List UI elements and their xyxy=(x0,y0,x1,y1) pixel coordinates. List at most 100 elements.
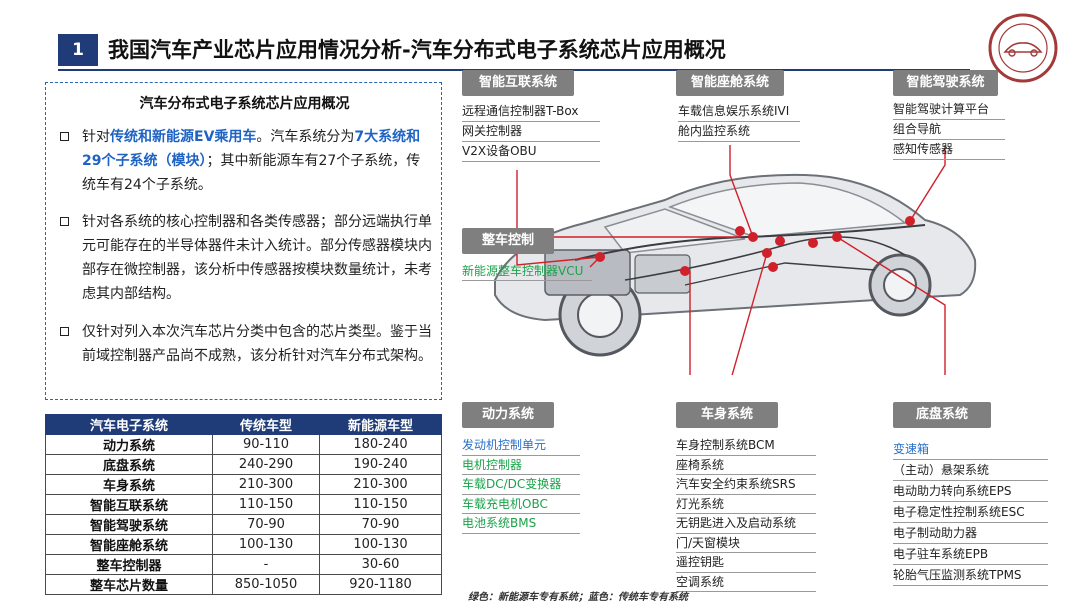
system-item: 舱内监控系统 xyxy=(678,122,800,142)
table-cell: 180-240 xyxy=(319,434,442,455)
system-item: 新能源整车控制器VCU xyxy=(462,262,592,281)
system-item: 网关控制器 xyxy=(462,122,600,142)
bullet-2: 针对各系统的核心控制器和各类传感器；部分远端执行单元可能存在的半导体器件未计入统… xyxy=(60,210,432,306)
highlight-text: 传统和新能源EV乘用车 xyxy=(110,129,257,145)
table-cell: 110-150 xyxy=(319,494,442,515)
table-cell: 190-240 xyxy=(319,454,442,475)
checkbox-square-icon xyxy=(60,217,69,226)
table-cell: 动力系统 xyxy=(45,434,213,455)
table-cell: 车身系统 xyxy=(45,474,213,495)
table-cell: 210-300 xyxy=(212,474,320,495)
system-item: 车身控制系统BCM xyxy=(676,436,816,456)
bullet-text-part: 针对 xyxy=(82,129,110,145)
system-item: V2X设备OBU xyxy=(462,142,600,162)
system-item: 组合导航 xyxy=(893,120,1005,140)
system-item: 变速箱 xyxy=(893,439,1048,460)
table-header: 汽车电子系统 xyxy=(45,414,213,435)
table-cell: 110-150 xyxy=(212,494,320,515)
legend-note: 绿色：新能源车专有系统；蓝色：传统车专有系统 xyxy=(468,592,688,603)
system-item: 灯光系统 xyxy=(676,495,816,514)
table-cell: 70-90 xyxy=(319,514,442,535)
tag-vcu: 整车控制 xyxy=(462,228,554,254)
bullet-1-text: 针对传统和新能源EV乘用车。汽车系统分为7大系统和29个子系统（模块）；其中新能… xyxy=(82,125,432,197)
table-cell: 智能互联系统 xyxy=(45,494,213,515)
tag-body: 车身系统 xyxy=(676,402,778,428)
bullet-3-text: 仅针对列入本次汽车芯片分类中包含的芯片类型。鉴于当前域控制器产品尚不成熟，该分析… xyxy=(82,320,432,368)
tag-chassis: 底盘系统 xyxy=(893,402,991,428)
system-item: 电机控制器 xyxy=(462,456,580,475)
table-cell: 90-110 xyxy=(212,434,320,455)
system-item: 发动机控制单元 xyxy=(462,436,580,456)
table-cell: 整车芯片数量 xyxy=(45,574,213,595)
table-cell: 850-1050 xyxy=(212,574,320,595)
wiring-harness xyxy=(574,224,926,261)
table-header: 新能源车型 xyxy=(319,414,442,435)
car-window xyxy=(603,208,746,254)
table-row: 整车控制器-30-60 xyxy=(45,554,442,575)
system-item: 电子制动助力器 xyxy=(893,523,1048,544)
car-diagram xyxy=(494,145,977,375)
table-cell: 70-90 xyxy=(212,514,320,535)
bullet-text-part: 。汽车系统分为 xyxy=(256,129,355,145)
checkbox-square-icon xyxy=(60,327,69,336)
checkbox-square-icon xyxy=(60,132,69,141)
system-item: 电动助力转向系统EPS xyxy=(893,481,1048,502)
table-cell: 智能驾驶系统 xyxy=(45,514,213,535)
system-item: 远程通信控制器T-Box xyxy=(462,102,600,122)
highlight-text: 7大系统和29个子系统（模块） xyxy=(82,129,421,169)
logo-seal-icon xyxy=(988,13,1058,83)
tag-cockpit: 智能座舱系统 xyxy=(676,70,784,96)
system-item: 汽车安全约束系统SRS xyxy=(676,475,816,495)
tag-adas: 智能驾驶系统 xyxy=(893,70,998,96)
system-item: 电子驻车系统EPB xyxy=(893,544,1048,565)
system-item: 门/天窗模块 xyxy=(676,534,816,553)
description-title: 汽车分布式电子系统芯片应用概况 xyxy=(139,96,350,112)
bullet-3: 仅针对列入本次汽车芯片分类中包含的芯片类型。鉴于当前域控制器产品尚不成熟，该分析… xyxy=(60,320,432,368)
bullet-text-part: 仅针对列入本次汽车芯片分类中包含的芯片类型。鉴于当前域控制器产品尚不成熟，该分析… xyxy=(82,324,432,364)
system-item: （主动）悬架系统 xyxy=(893,460,1048,481)
page-title: 我国汽车产业芯片应用情况分析-汽车分布式电子系统芯片应用概况 xyxy=(108,38,726,62)
table-cell: 240-290 xyxy=(212,454,320,475)
table-cell: 30-60 xyxy=(319,554,442,575)
system-item: 无钥匙进入及启动系统 xyxy=(676,514,816,534)
table-cell: 210-300 xyxy=(319,474,442,495)
table-cell: 920-1180 xyxy=(319,574,442,595)
table-header-row: 汽车电子系统 传统车型 新能源车型 xyxy=(45,414,442,435)
table-cell: 100-130 xyxy=(319,534,442,555)
system-item: 车载DC/DC变换器 xyxy=(462,475,580,495)
system-item: 轮胎气压监测系统TPMS xyxy=(893,565,1048,586)
car-window xyxy=(667,182,907,238)
section-number: 1 xyxy=(58,34,98,66)
system-item: 电池系统BMS xyxy=(462,514,580,534)
bullet-2-text: 针对各系统的核心控制器和各类传感器；部分远端执行单元可能存在的半导体器件未计入统… xyxy=(82,210,432,306)
tag-connect: 智能互联系统 xyxy=(462,70,574,96)
engine-block xyxy=(544,249,631,296)
system-item: 遥控钥匙 xyxy=(676,553,816,573)
table-cell: 整车控制器 xyxy=(45,554,213,575)
system-item: 车载充电机OBC xyxy=(462,495,580,514)
system-item: 电子稳定性控制系统ESC xyxy=(893,502,1048,523)
list-vcu: 新能源整车控制器VCU xyxy=(462,262,592,281)
table-cell: 底盘系统 xyxy=(45,454,213,475)
table-cell: 智能座舱系统 xyxy=(45,534,213,555)
table-header: 传统车型 xyxy=(212,414,320,435)
description-panel: 汽车分布式电子系统芯片应用概况 针对传统和新能源EV乘用车。汽车系统分为7大系统… xyxy=(45,82,442,400)
system-item: 空调系统 xyxy=(676,573,816,592)
system-item: 座椅系统 xyxy=(676,456,816,475)
bullet-1: 针对传统和新能源EV乘用车。汽车系统分为7大系统和29个子系统（模块）；其中新能… xyxy=(60,125,432,197)
system-item: 感知传感器 xyxy=(893,140,1005,160)
